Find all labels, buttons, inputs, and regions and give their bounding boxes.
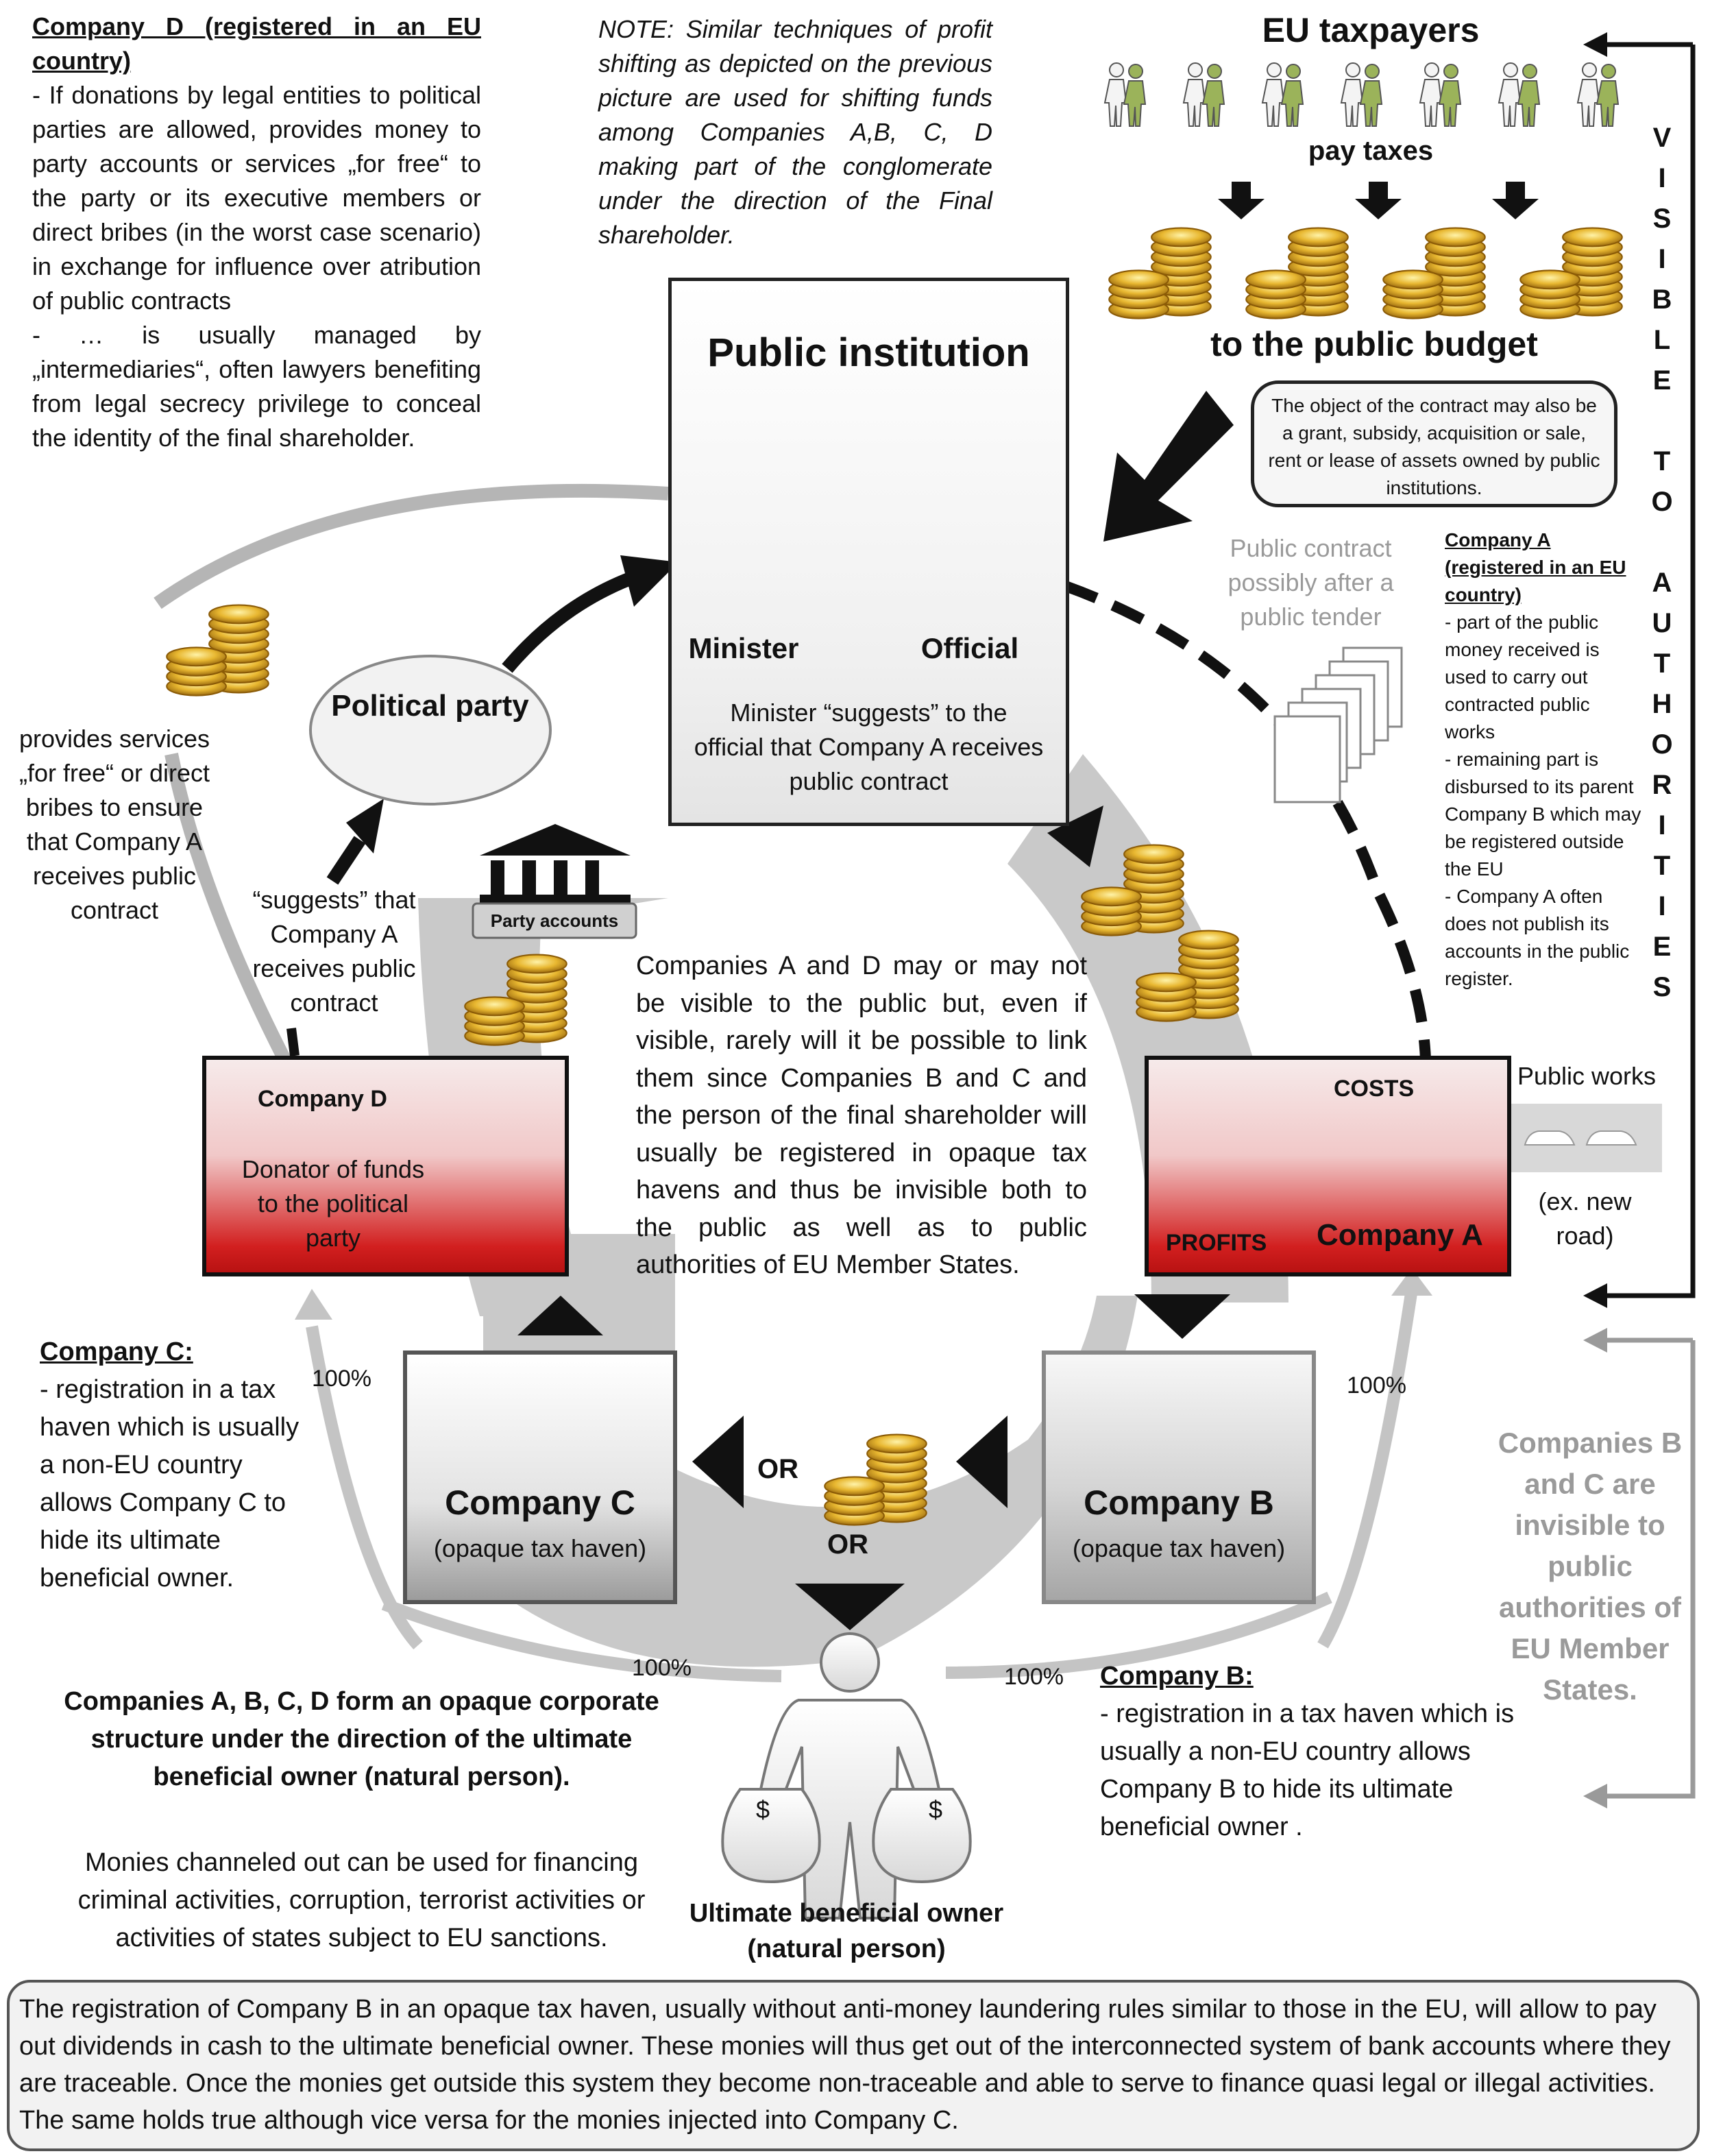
public-works-example: (ex. new road) xyxy=(1538,1187,1632,1250)
vertical-letter: T xyxy=(1653,446,1671,476)
vertical-letter: O xyxy=(1651,729,1673,760)
vertical-letter: S xyxy=(1652,204,1672,234)
or-label-top: OR xyxy=(757,1454,798,1484)
company-a-note-title: Company A (registered in an EU country) xyxy=(1445,529,1626,605)
vertical-letter: S xyxy=(1652,972,1672,1002)
invisible-companies-note: Companies B and C are invisible to publi… xyxy=(1498,1427,1683,1706)
vertical-letter xyxy=(1641,522,1683,563)
vertical-letter: T xyxy=(1653,649,1671,679)
company-b-box-title: Company B xyxy=(1084,1483,1274,1522)
company-b-note-title: Company B: xyxy=(1100,1662,1254,1691)
company-c-note-title: Company C: xyxy=(40,1337,193,1366)
public-works-label: Public works xyxy=(1517,1062,1657,1090)
company-d-note-line1: - If donations by legal entities to poli… xyxy=(32,81,481,315)
company-a-costs-label: COSTS xyxy=(1334,1076,1415,1102)
ubo-label: Ultimate beneficial owner (natural perso… xyxy=(689,1899,1004,1963)
company-b-note: Company B: - registration in a tax haven… xyxy=(1100,1658,1546,1846)
company-c-box-title: Company C xyxy=(445,1483,635,1522)
vertical-letter: I xyxy=(1658,810,1666,840)
company-c-note: Company C: - registration in a tax haven… xyxy=(40,1333,304,1597)
company-d-box-desc: Donator of funds to the political party xyxy=(241,1155,425,1252)
vertical-letter: O xyxy=(1651,487,1673,517)
vertical-letter: T xyxy=(1653,851,1671,881)
company-d-note-line2: - … is usually managed by „intermediarie… xyxy=(32,321,481,452)
vertical-letter: B xyxy=(1652,284,1672,315)
percent-label-right: 100% xyxy=(1347,1372,1406,1398)
bottom-explanation-note: The registration of Company B in an opaq… xyxy=(7,1980,1700,2151)
vertical-letter: I xyxy=(1658,891,1666,921)
monies-channeled-text: Monies channeled out can be used for fin… xyxy=(77,1848,646,1952)
company-b-box: Company B (opaque tax haven) xyxy=(1042,1350,1316,1604)
suggests-company-a-label: “suggests” that Company A receives publi… xyxy=(252,886,416,1017)
public-institution-box: Public institution Minister Official Min… xyxy=(668,278,1069,826)
vertical-letter: H xyxy=(1652,689,1672,719)
percent-label-left: 100% xyxy=(312,1366,371,1392)
company-a-box-title: Company A xyxy=(1317,1218,1483,1252)
public-contract-label: Public contract possibly after a public … xyxy=(1227,534,1394,631)
company-b-note-body: - registration in a tax haven which is u… xyxy=(1100,1699,1515,1841)
official-label: Official xyxy=(920,632,1019,664)
company-a-note: Company A (registered in an EU country) … xyxy=(1445,526,1644,993)
company-b-box-sub: (opaque tax haven) xyxy=(1072,1534,1286,1562)
company-a-note-p1: - part of the public money received is u… xyxy=(1445,611,1600,742)
opaque-structure-text: Companies A, B, C, D form an opaque corp… xyxy=(64,1687,659,1791)
contract-object-note: The object of the contract may also be a… xyxy=(1251,380,1617,507)
vertical-letter: E xyxy=(1652,365,1672,396)
public-budget-label: to the public budget xyxy=(1210,325,1538,363)
pay-taxes-label: pay taxes xyxy=(1308,136,1434,166)
party-accounts-label: Party accounts xyxy=(490,910,619,931)
vertical-letter: R xyxy=(1652,770,1672,800)
company-c-box-sub: (opaque tax haven) xyxy=(433,1534,647,1562)
dollar-sign-right: $ xyxy=(929,1795,943,1824)
company-a-box: COSTS PROFITS Company A xyxy=(1145,1056,1511,1276)
provides-services-label: provides services „for free“ or direct b… xyxy=(19,725,210,924)
vertical-letter: A xyxy=(1652,568,1672,598)
vertical-letter: V xyxy=(1652,123,1672,153)
or-label-bottom: OR xyxy=(827,1529,868,1560)
vertical-letter: U xyxy=(1652,608,1672,638)
percent-label-bottom-left: 100% xyxy=(632,1655,692,1681)
company-a-profits-label: PROFITS xyxy=(1166,1230,1267,1256)
vertical-letter: I xyxy=(1658,163,1666,193)
company-a-note-p2: - remaining part is disbursed to its par… xyxy=(1445,749,1641,880)
eu-taxpayers-title: EU taxpayers xyxy=(1262,11,1480,49)
public-institution-title: Public institution xyxy=(707,330,1030,375)
company-d-box-title: Company D xyxy=(258,1086,387,1112)
company-d-note-title: Company D (registered in an EU country) xyxy=(32,12,481,75)
center-visibility-text: Companies A and D may or may not be visi… xyxy=(636,952,1087,1279)
company-d-note: Company D (registered in an EU country) … xyxy=(32,10,481,455)
vertical-letter xyxy=(1641,401,1683,441)
minister-suggests-caption: Minister “suggests” to the official that… xyxy=(694,699,1044,795)
political-party-label: Political party xyxy=(331,689,529,723)
profit-shifting-note: NOTE: Similar techniques of profit shift… xyxy=(598,15,992,249)
vertical-letter: E xyxy=(1652,932,1672,962)
company-c-note-body: - registration in a tax haven which is u… xyxy=(40,1375,300,1592)
company-d-box: Company D Donator of funds to the politi… xyxy=(202,1056,569,1276)
company-a-note-p3: - Company A often does not publish its a… xyxy=(1445,886,1630,989)
vertical-letter: I xyxy=(1658,244,1666,274)
vertical-letter: L xyxy=(1653,325,1671,355)
company-c-box: Company C (opaque tax haven) xyxy=(403,1350,677,1604)
dollar-sign-left: $ xyxy=(756,1795,770,1824)
minister-label: Minister xyxy=(688,632,799,664)
percent-label-bottom-right: 100% xyxy=(1004,1664,1064,1690)
